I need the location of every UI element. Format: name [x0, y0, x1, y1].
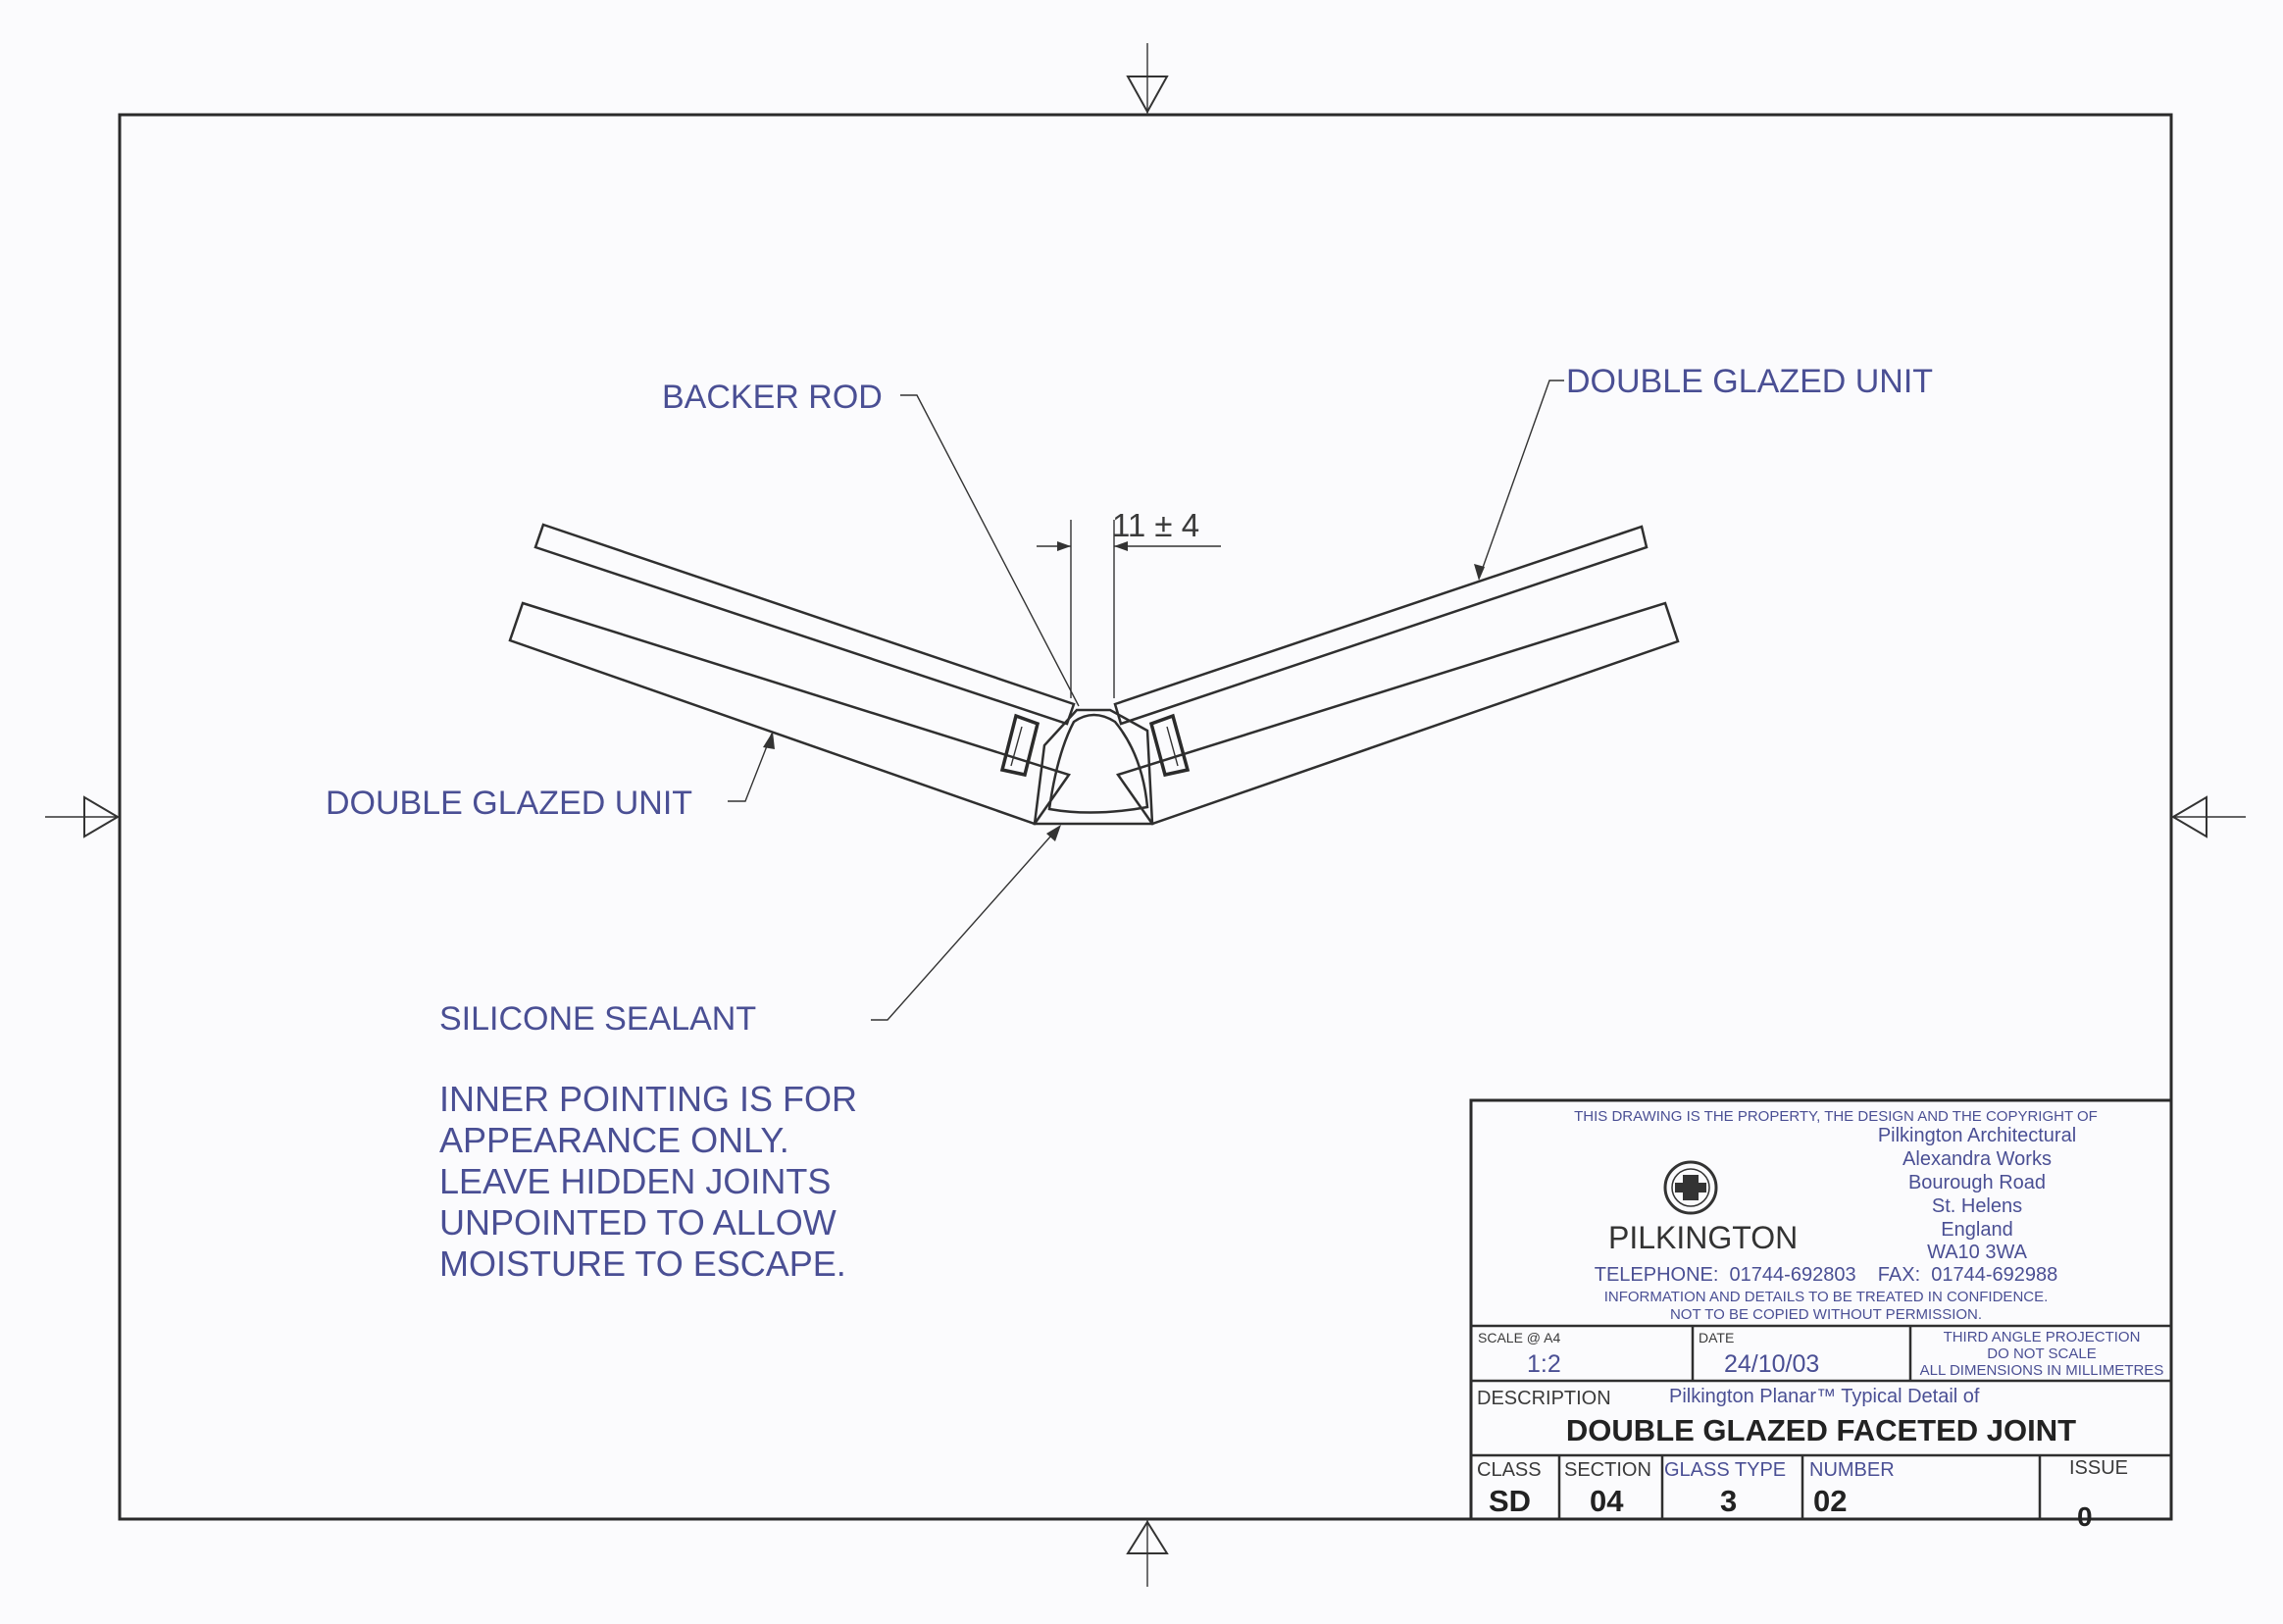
address-line: St. Helens [1932, 1195, 2022, 1217]
number-label: NUMBER [1809, 1459, 1895, 1481]
drawing-subtitle: Pilkington Planar™ Typical Detail of [1669, 1386, 1980, 1407]
centering-mark-bottom [1126, 1519, 1169, 1587]
section-label: SECTION [1564, 1459, 1651, 1481]
address-line: Alexandra Works [1902, 1148, 2052, 1170]
scale-label: SCALE @ A4 [1478, 1330, 1560, 1345]
label-backer-rod: BACKER ROD [662, 379, 883, 416]
note-inner-pointing: INNER POINTING IS FOR APPEARANCE ONLY. L… [439, 1079, 857, 1284]
telephone-fax: TELEPHONE: 01744-692803 FAX: 01744-69298… [1595, 1264, 2058, 1286]
pilkington-logo-icon [1663, 1160, 1718, 1215]
class-label: CLASS [1477, 1459, 1542, 1481]
units-note: ALL DIMENSIONS IN MILLIMETRES [1920, 1362, 2164, 1379]
brand-name: PILKINGTON [1608, 1220, 1798, 1255]
note-line: MOISTURE TO ESCAPE. [439, 1243, 846, 1284]
address-line: Pilkington Architectural [1878, 1125, 2076, 1146]
copyright-notice: THIS DRAWING IS THE PROPERTY, THE DESIGN… [1574, 1108, 2098, 1125]
silicone-joint [1033, 708, 1154, 826]
projection-note: THIRD ANGLE PROJECTION [1944, 1329, 2141, 1345]
glass-type-label: GLASS TYPE [1664, 1459, 1786, 1481]
backer-rod [1047, 713, 1149, 814]
class-value: SD [1489, 1484, 1531, 1518]
joint-detail [508, 380, 1680, 1021]
title-block: THIS DRAWING IS THE PROPERTY, THE DESIGN… [1469, 1098, 2173, 1532]
section-value: 04 [1590, 1484, 1624, 1518]
note-line: LEAVE HIDDEN JOINTS [439, 1161, 831, 1201]
scale-note: DO NOT SCALE [1987, 1345, 2096, 1362]
date-label: DATE [1699, 1330, 1734, 1345]
right-spacer [1148, 713, 1191, 778]
scale-value: 1:2 [1527, 1350, 1561, 1378]
centering-mark-left [45, 795, 120, 838]
date-value: 24/10/03 [1724, 1350, 1819, 1378]
address-line: Bourough Road [1908, 1172, 2046, 1193]
issue-value: 0 [2077, 1501, 2093, 1532]
address-line: England [1941, 1219, 2012, 1241]
confidence-notice: INFORMATION AND DETAILS TO BE TREATED IN… [1604, 1289, 2049, 1305]
note-line: INNER POINTING IS FOR [439, 1079, 857, 1119]
number-value: 02 [1813, 1484, 1847, 1518]
label-silicone-sealant: SILICONE SEALANT [439, 1000, 756, 1038]
glass-type-value: 3 [1720, 1484, 1737, 1518]
issue-label: ISSUE [2069, 1457, 2128, 1479]
label-dimension: 11 ± 4 [1112, 507, 1199, 543]
label-double-glazed-unit-right: DOUBLE GLAZED UNIT [1566, 363, 1933, 400]
left-outer-pane [533, 523, 1076, 726]
description-label: DESCRIPTION [1477, 1388, 1611, 1409]
label-double-glazed-unit-left: DOUBLE GLAZED UNIT [326, 785, 692, 822]
right-outer-pane [1113, 525, 1649, 726]
drawing-title: DOUBLE GLAZED FACETED JOINT [1566, 1413, 2076, 1447]
copy-notice: NOT TO BE COPIED WITHOUT PERMISSION. [1670, 1306, 1982, 1323]
note-line: UNPOINTED TO ALLOW [439, 1202, 837, 1243]
note-line: APPEARANCE ONLY. [439, 1120, 789, 1160]
left-spacer [999, 713, 1040, 778]
address-line: WA10 3WA [1927, 1242, 2028, 1263]
centering-mark-right [2171, 795, 2246, 838]
right-inner-pane [1115, 601, 1680, 826]
centering-mark-top [1126, 43, 1169, 115]
